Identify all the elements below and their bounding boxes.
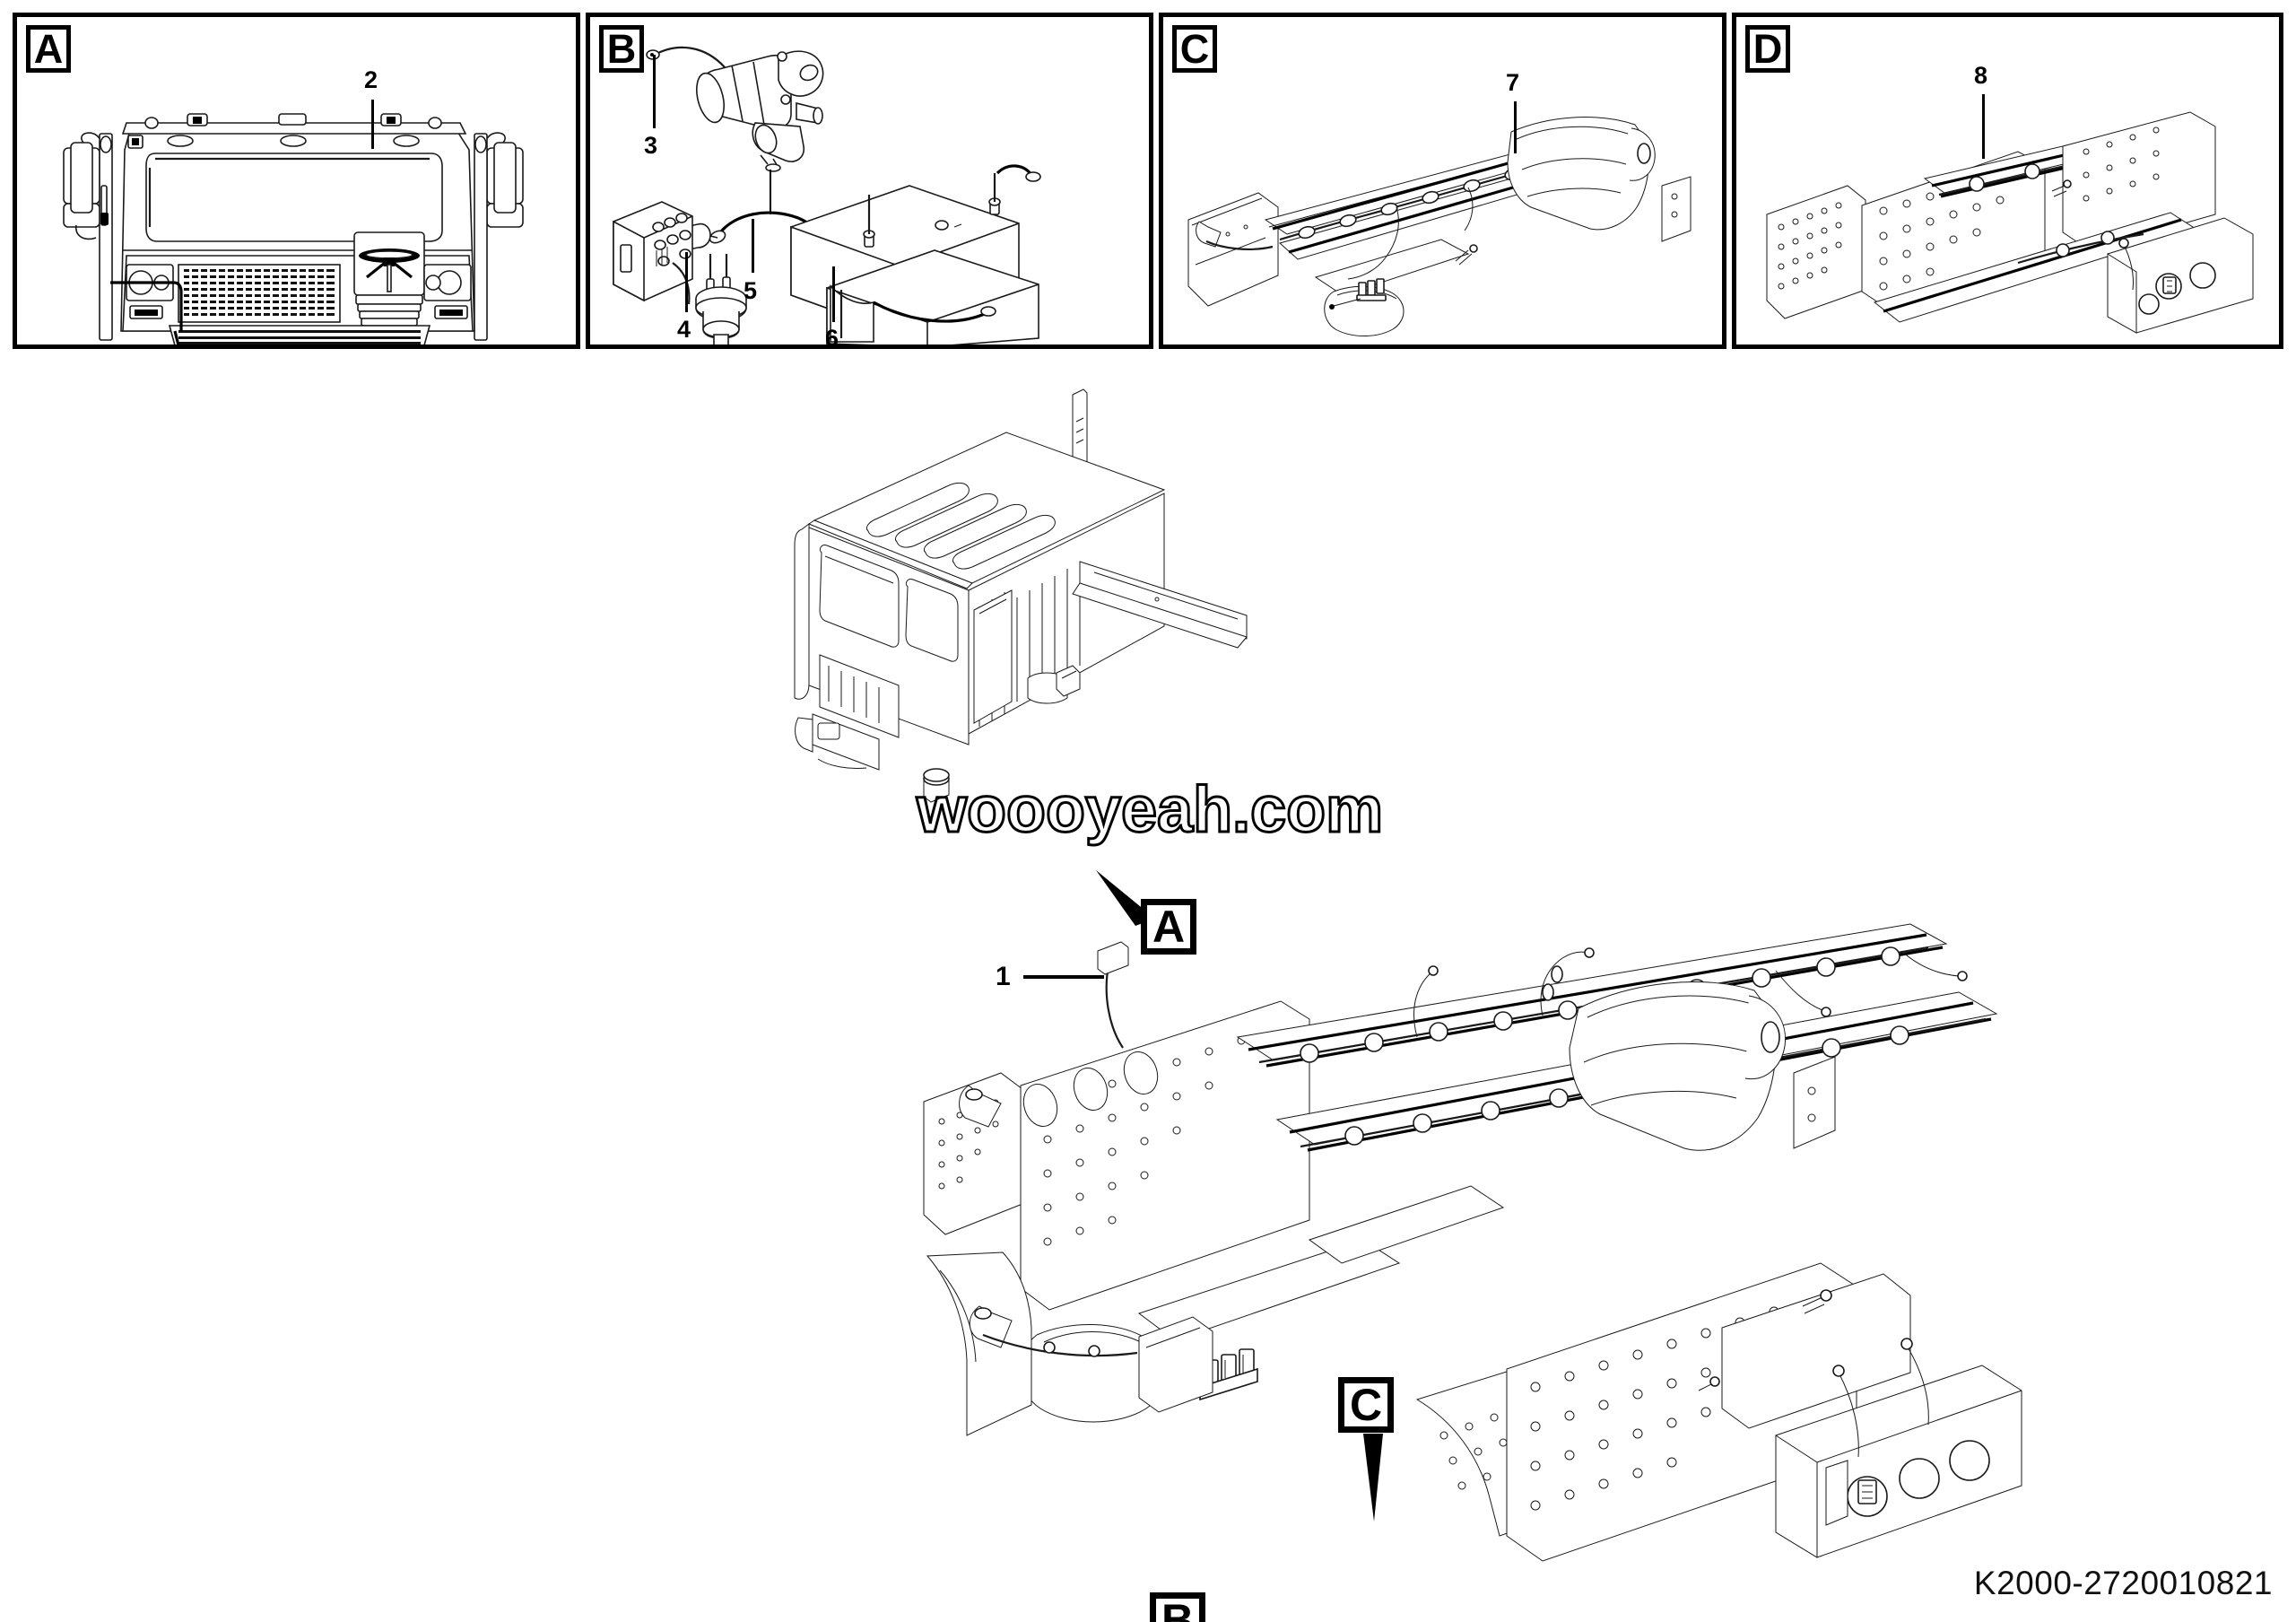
item-number-3: 3 <box>644 132 658 159</box>
callout-c-tail <box>1363 1434 1383 1522</box>
item-5-leader <box>752 219 754 273</box>
main-assembly-view: 1 <box>0 359 2296 1622</box>
starter-to-cable-tie <box>770 170 771 214</box>
detail-panel-b: B 3 4 5 6 <box>586 13 1153 349</box>
starter-motor-assembly <box>646 46 824 172</box>
item-1-leader <box>1023 975 1104 979</box>
chassis-frame-isometric <box>923 923 2022 1562</box>
item-2-leader <box>371 100 374 149</box>
panel-b-body: 3 4 5 6 <box>590 17 1149 344</box>
panel-c-letter: C <box>1172 25 1217 73</box>
item-3-leader <box>653 55 656 128</box>
callout-a: A <box>1141 899 1196 955</box>
item-number-5: 5 <box>744 277 758 304</box>
item-number-1: 1 <box>996 962 1011 991</box>
item-4-leader <box>685 252 688 312</box>
battery-pair <box>790 164 1041 344</box>
panel-a-body: 2 <box>17 17 576 344</box>
item-number-7: 7 <box>1506 69 1520 96</box>
item-number-8: 8 <box>1974 62 1988 89</box>
detail-panel-c: C 7 <box>1159 13 1726 349</box>
item-number-4: 4 <box>677 316 691 343</box>
panel-d-letter: D <box>1745 25 1790 73</box>
callout-c-box: C <box>1338 1377 1394 1433</box>
callout-a-tail <box>1096 870 1155 926</box>
cab-front-elevation <box>63 113 524 344</box>
relay-fuse-box <box>613 201 693 305</box>
part-number-label: K2000-2720010821 <box>1973 1565 2273 1601</box>
item-number-6: 6 <box>825 325 839 344</box>
panel-c-body: 7 <box>1163 17 1722 344</box>
callout-a-box: A <box>1141 899 1196 955</box>
panel-b-letter: B <box>599 25 644 73</box>
item-8-leader <box>1982 94 1985 159</box>
callout-b-box: B <box>1150 1592 1205 1622</box>
callout-b: B <box>1150 1592 1205 1622</box>
cab-isometric <box>794 388 1248 803</box>
panel-d-body: 8 <box>1736 17 2279 344</box>
item-6-leader <box>832 266 835 322</box>
panel-a-letter: A <box>26 25 71 73</box>
item-7-leader <box>1514 101 1517 153</box>
detail-panel-strip: A 2 <box>13 13 2283 349</box>
chassis-midsection <box>1187 117 1692 336</box>
callout-c: C <box>1338 1377 1394 1433</box>
detail-panel-d: D 8 <box>1732 13 2283 349</box>
detail-panel-a: A 2 <box>13 13 580 349</box>
fuel-water-separator <box>695 254 747 344</box>
item-number-2: 2 <box>364 66 378 93</box>
chassis-rear-section <box>1766 111 2254 334</box>
